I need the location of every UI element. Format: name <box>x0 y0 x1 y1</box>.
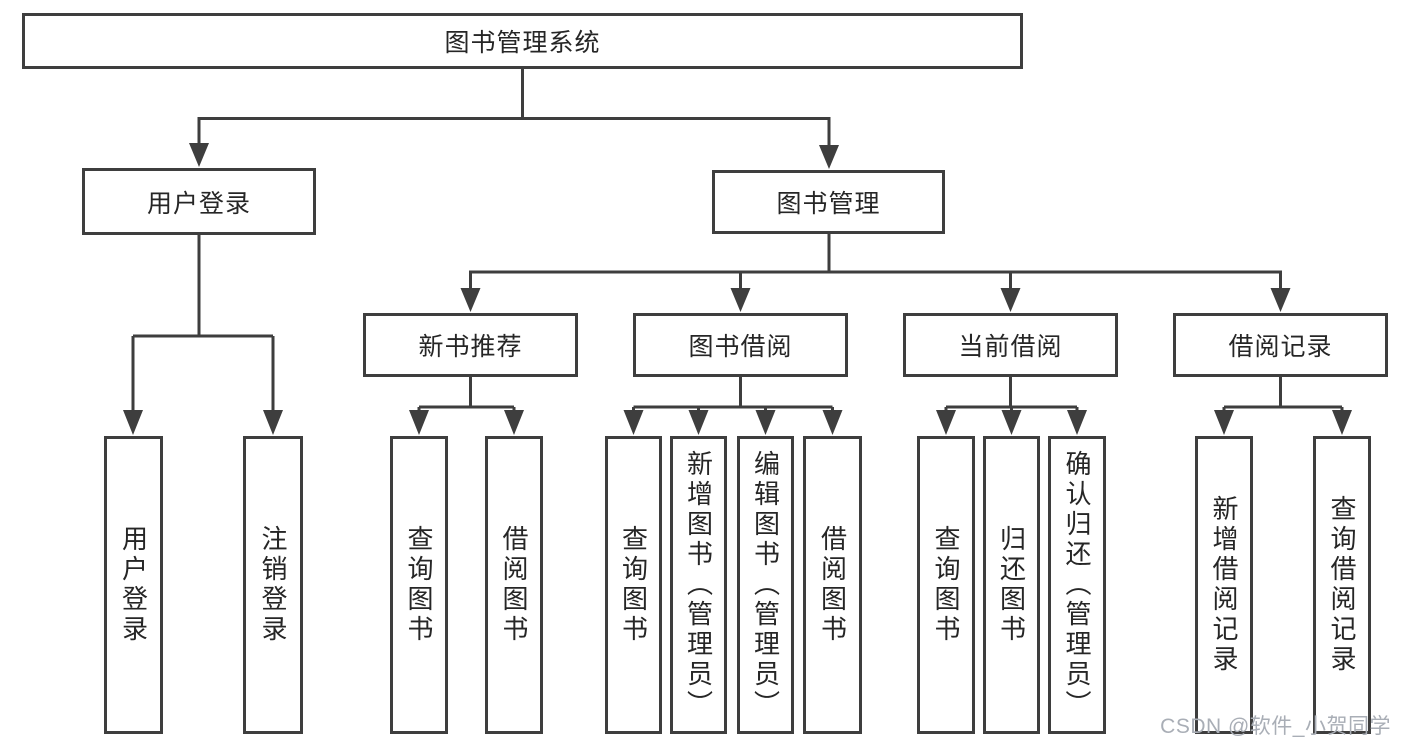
leaf-borrow-query-book: 查询图书 <box>605 436 662 734</box>
node-label: 查询图书 <box>618 525 649 645</box>
node-label: 新增图书（管理员） <box>683 450 714 720</box>
node-label: 查询图书 <box>404 525 434 645</box>
node-label: 图书管理系统 <box>444 29 601 57</box>
node-label: 用户登录 <box>146 189 251 218</box>
leaf-current-confirm-return-admin: 确认归还（管理员） <box>1048 436 1106 734</box>
node-label: 新书推荐 <box>418 333 523 361</box>
csdn-watermark: CSDN @软件_小贺同学 <box>1160 715 1391 738</box>
leaf-records-add-record: 新增借阅记录 <box>1195 436 1253 734</box>
node-label: 注销登录 <box>258 525 288 645</box>
node-label: 借阅图书 <box>817 525 848 645</box>
leaf-borrow-add-book-admin: 新增图书（管理员） <box>670 436 727 734</box>
node-label: 确认归还（管理员） <box>1062 450 1092 720</box>
node-borrowing-records: 借阅记录 <box>1173 313 1388 377</box>
node-label: 图书借阅 <box>688 333 793 361</box>
node-label: 查询图书 <box>931 525 961 645</box>
node-label: 借阅图书 <box>499 525 529 645</box>
leaf-logout: 注销登录 <box>243 436 303 734</box>
leaf-user-login: 用户登录 <box>104 436 163 734</box>
leaf-borrow-borrow-book: 借阅图书 <box>803 436 862 734</box>
leaf-records-query-record: 查询借阅记录 <box>1313 436 1371 734</box>
leaf-borrow-edit-book-admin: 编辑图书（管理员） <box>737 436 794 734</box>
node-current-borrowing: 当前借阅 <box>903 313 1118 377</box>
leaf-newbook-query-book: 查询图书 <box>390 436 448 734</box>
node-label: 当前借阅 <box>958 333 1063 361</box>
leaf-newbook-borrow-book: 借阅图书 <box>485 436 543 734</box>
node-user-login: 用户登录 <box>82 168 316 235</box>
node-library-management-system: 图书管理系统 <box>22 13 1023 69</box>
node-label: 用户登录 <box>118 525 149 645</box>
node-label: 查询借阅记录 <box>1327 495 1357 675</box>
node-book-borrowing: 图书借阅 <box>633 313 848 377</box>
node-label: 编辑图书（管理员） <box>750 450 781 720</box>
node-new-book-recommend: 新书推荐 <box>363 313 578 377</box>
node-label: 归还图书 <box>996 525 1027 645</box>
node-book-management: 图书管理 <box>712 170 945 234</box>
node-label: 新增借阅记录 <box>1209 495 1239 675</box>
node-label: 图书管理 <box>776 190 881 218</box>
leaf-current-return-book: 归还图书 <box>983 436 1040 734</box>
node-label: 借阅记录 <box>1228 333 1333 361</box>
leaf-current-query-book: 查询图书 <box>917 436 975 734</box>
arrowheads <box>123 143 1352 435</box>
